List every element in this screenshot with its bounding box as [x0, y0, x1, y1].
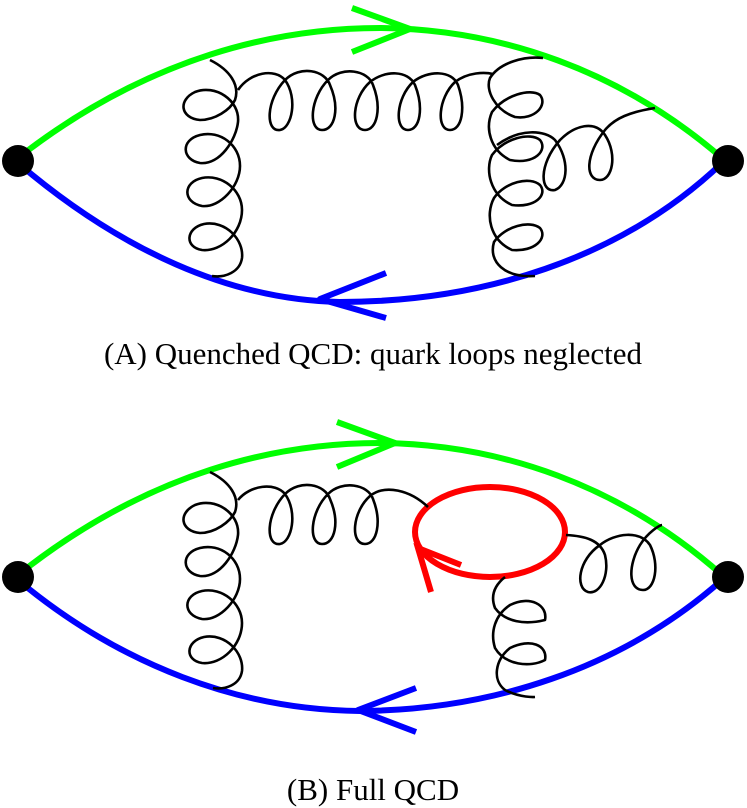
diagram-a: (A) Quenched QCD: quark loops neglected: [2, 5, 744, 371]
diagram-a-top-horizontal-gluon: [236, 69, 494, 132]
diagram-a-left-vertical-gluon: [182, 58, 244, 278]
diagram-a-right-vertex: [712, 145, 744, 177]
diagram-a-top-quark-line: [16, 25, 724, 161]
diagram-b-right-vertex: [712, 561, 744, 593]
diagram-b-loop-to-bottom-gluon: [491, 575, 547, 699]
diagram-b-top-arrow-icon: [335, 419, 398, 470]
diagram-b-loop-arrow-icon: [413, 542, 463, 593]
diagram-b: (B) Full QCD: [2, 419, 744, 807]
diagram-b-bottom-arrow-icon: [355, 685, 418, 735]
diagram-a-top-arrow-icon: [350, 5, 413, 55]
diagram-b-quark-loop: [412, 484, 568, 580]
diagram-a-bottom-arrow-icon: [317, 270, 388, 321]
diagram-b-loop-to-top-gluon: [565, 523, 663, 594]
diagram-b-top-quark-line: [16, 440, 724, 578]
diagram-b-caption: (B) Full QCD: [287, 772, 459, 807]
diagram-a-right-branch-gluon: [496, 106, 656, 192]
diagram-b-left-vertical-gluon: [182, 470, 244, 690]
diagram-a-right-vertical-gluon: [487, 56, 544, 278]
diagram-b-top-horizontal-gluon: [236, 483, 429, 546]
diagram-b-bottom-quark-line: [16, 577, 724, 714]
diagram-b-left-vertex: [2, 561, 34, 593]
diagram-a-caption: (A) Quenched QCD: quark loops neglected: [104, 336, 643, 371]
diagram-a-left-vertex: [2, 145, 34, 177]
